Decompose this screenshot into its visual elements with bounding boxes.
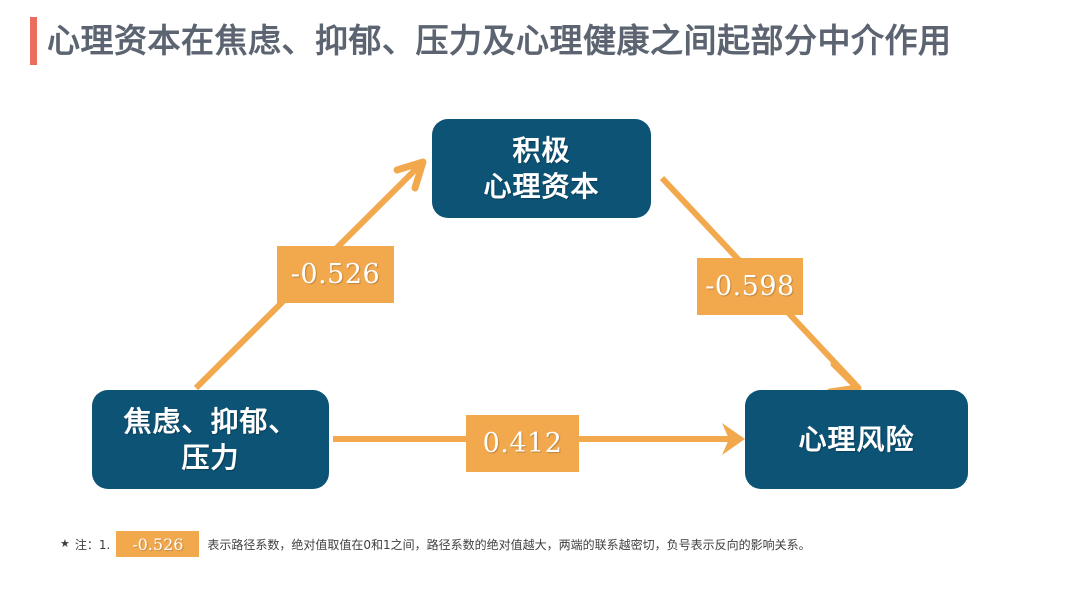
star-icon: ★ <box>60 537 70 550</box>
title-accent-bar <box>30 17 37 65</box>
node-label-line2: 压力 <box>181 440 240 474</box>
node-label-line1: 心理风险 <box>798 422 915 456</box>
coefficient-label-capital-to-risk: -0.598 <box>697 258 803 315</box>
coefficient-label-stress-to-capital: -0.526 <box>277 246 394 303</box>
node-anxiety-depression-stress[interactable]: 焦虑、抑郁、 压力 <box>92 390 329 489</box>
page-title: 心理资本在焦虑、抑郁、压力及心理健康之间起部分中介作用 <box>47 21 952 60</box>
node-label-line1: 积极 <box>512 133 571 167</box>
node-label-line2: 心理资本 <box>483 169 600 203</box>
node-label-line1: 焦虑、抑郁、 <box>123 404 298 438</box>
coefficient-label-stress-to-risk: 0.412 <box>466 415 579 472</box>
node-positive-psychological-capital[interactable]: 积极 心理资本 <box>432 119 651 218</box>
node-psychological-risk[interactable]: 心理风险 <box>745 390 968 489</box>
title-bar: 心理资本在焦虑、抑郁、压力及心理健康之间起部分中介作用 <box>0 0 1080 88</box>
footnote-text: 表示路径系数，绝对值取值在0和1之间，路径系数的绝对值越大，两端的联系越密切，负… <box>207 537 811 552</box>
footnote: ★ 注：1. -0.526 表示路径系数，绝对值取值在0和1之间，路径系数的绝对… <box>0 524 1080 564</box>
footnote-sample-chip: -0.526 <box>116 531 200 557</box>
path-model-diagram: 积极 心理资本 焦虑、抑郁、 压力 心理风险 -0.526 -0.598 0.4… <box>0 88 1080 513</box>
footnote-prefix: 注：1. <box>74 537 111 552</box>
